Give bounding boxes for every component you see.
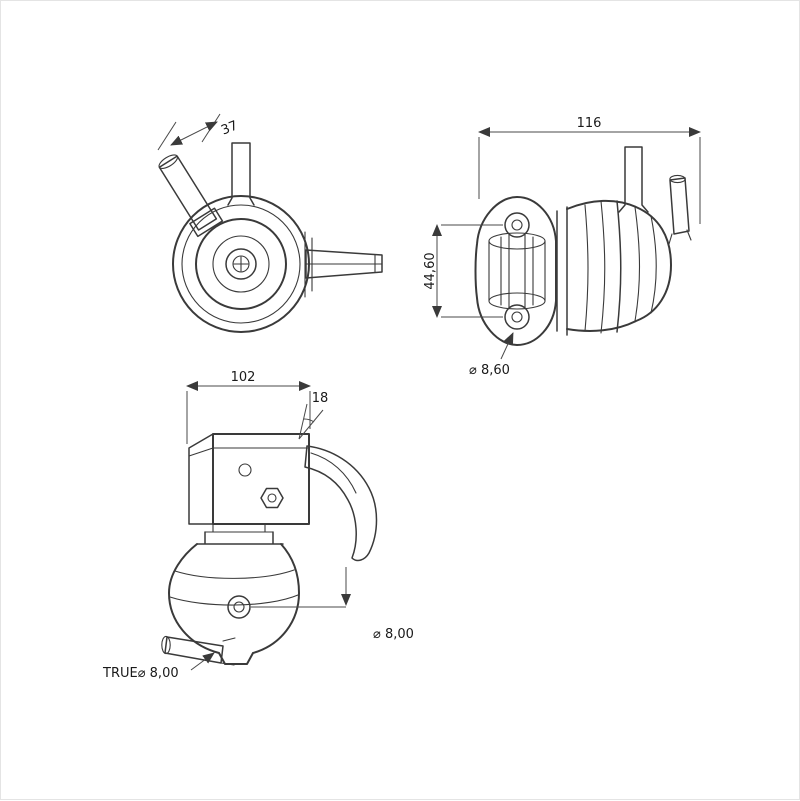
dimension-hole-spacing: 44,60: [423, 224, 503, 318]
side-body: [566, 199, 672, 334]
bottom-view: [161, 433, 378, 666]
side-top-tube: [618, 146, 649, 213]
side-flange: [474, 196, 557, 346]
dim-side-width-label: 116: [577, 116, 602, 131]
dimension-lever-angle: 18: [298, 391, 329, 440]
side-right-tube: [668, 174, 692, 245]
front-angled-tube: [158, 154, 224, 238]
dimension-side-width: 116: [478, 116, 701, 224]
dimension-bottom-width: 102: [186, 370, 311, 444]
bottom-body: [161, 523, 300, 666]
side-view: [474, 146, 692, 346]
center-screw-icon: [233, 256, 249, 272]
dim-lever-angle-label: 18: [312, 391, 329, 406]
dimension-outlet-diameter: ⌀ 8,00: [251, 567, 414, 642]
dim-true-diameter-label: TRUE⌀ 8,00: [102, 666, 179, 681]
bottom-lever: [304, 445, 378, 562]
dim-hole-spacing-label: 44,60: [423, 252, 438, 289]
bottom-flange: [188, 433, 310, 525]
dim-outlet-diameter-label: ⌀ 8,00: [373, 627, 414, 642]
front-top-tube: [227, 142, 255, 206]
dimension-true-diameter: TRUE⌀ 8,00: [102, 652, 215, 681]
front-view: [158, 142, 383, 333]
front-lever: [304, 231, 383, 298]
dim-front-angle-label: 37: [219, 118, 240, 138]
dimension-front-angle: 37: [157, 113, 240, 151]
dimension-hole-diameter: ⌀ 8,60: [469, 332, 514, 378]
dim-bottom-width-label: 102: [231, 370, 256, 385]
dim-hole-diameter-label: ⌀ 8,60: [469, 363, 510, 378]
